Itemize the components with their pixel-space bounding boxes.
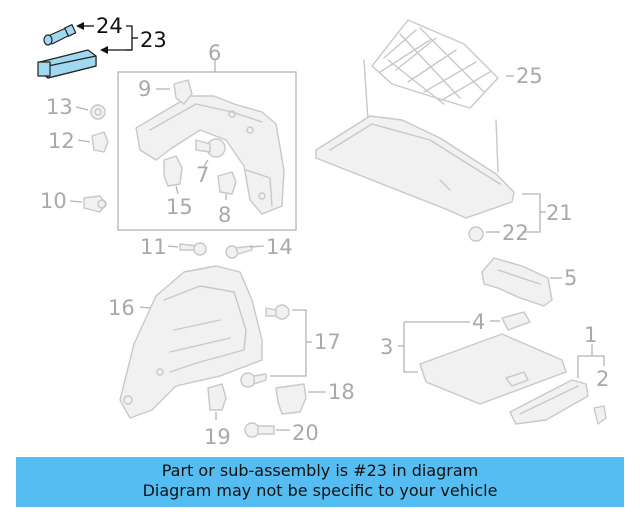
callout-12: 12 — [48, 129, 75, 153]
callout-10: 10 — [40, 189, 67, 213]
part-24-bulb[interactable] — [43, 24, 77, 46]
callout-25: 25 — [516, 64, 543, 88]
callout-23-bracket — [100, 25, 138, 54]
info-banner: Part or sub-assembly is #23 in diagram D… — [16, 457, 624, 507]
part-1-sill-plate[interactable] — [509, 379, 589, 425]
part-15-bracket[interactable] — [163, 155, 183, 187]
part-13-grommet[interactable] — [90, 104, 106, 120]
callout-16: 16 — [108, 296, 135, 320]
part-17-push-pin-lower[interactable] — [240, 372, 267, 388]
part-2-clip[interactable] — [593, 405, 607, 425]
part-12-clip[interactable] — [91, 131, 109, 153]
part-16-quarter-trim-lower[interactable] — [119, 265, 263, 419]
callout-6: 6 — [208, 41, 221, 65]
part-4-pad[interactable] — [501, 311, 531, 331]
callout-11: 11 — [140, 235, 167, 259]
callout-15: 15 — [166, 195, 193, 219]
part-25-cargo-net[interactable] — [363, 19, 499, 173]
callout-24-leader — [76, 22, 94, 30]
callout-21: 21 — [546, 201, 573, 225]
group-6-box — [117, 71, 297, 231]
part-10-clip[interactable] — [83, 195, 107, 213]
part-14-screw[interactable] — [225, 245, 253, 259]
callout-24: 24 — [96, 14, 123, 38]
part-18-clip[interactable] — [275, 383, 307, 415]
callout-5: 5 — [564, 266, 577, 290]
part-23-lamp-assembly[interactable] — [37, 49, 97, 79]
callout-17: 17 — [314, 330, 341, 354]
part-9-clip[interactable] — [173, 79, 193, 105]
banner-line-1: Part or sub-assembly is #23 in diagram — [161, 461, 479, 480]
part-17-push-pin-upper[interactable] — [265, 304, 290, 320]
callout-22: 22 — [502, 221, 529, 245]
part-7-clip[interactable] — [195, 138, 226, 158]
callout-7: 7 — [196, 163, 209, 187]
callout-3: 3 — [380, 335, 393, 359]
callout-18: 18 — [328, 380, 355, 404]
part-19-clip[interactable] — [207, 383, 227, 411]
banner-line-2: Diagram may not be specific to your vehi… — [142, 481, 498, 500]
callout-9: 9 — [138, 77, 151, 101]
part-6-quarter-trim-upper[interactable] — [135, 95, 285, 215]
callout-8: 8 — [218, 203, 231, 227]
part-3-cargo-floor[interactable] — [419, 333, 567, 405]
part-21-tonneau-cover[interactable] — [315, 115, 515, 219]
part-11-screw[interactable] — [179, 242, 207, 256]
callout-1: 1 — [584, 323, 597, 347]
callout-20: 20 — [292, 421, 319, 445]
callout-23: 23 — [140, 28, 167, 52]
part-20-screw[interactable] — [244, 422, 275, 438]
callout-4: 4 — [472, 310, 485, 334]
part-5-bracket[interactable] — [481, 257, 553, 307]
part-8-clip[interactable] — [217, 171, 237, 195]
callout-2: 2 — [596, 367, 609, 391]
callout-14: 14 — [266, 235, 293, 259]
part-22-clip[interactable] — [468, 226, 484, 242]
callout-19: 19 — [204, 425, 231, 449]
callout-13: 13 — [46, 95, 73, 119]
